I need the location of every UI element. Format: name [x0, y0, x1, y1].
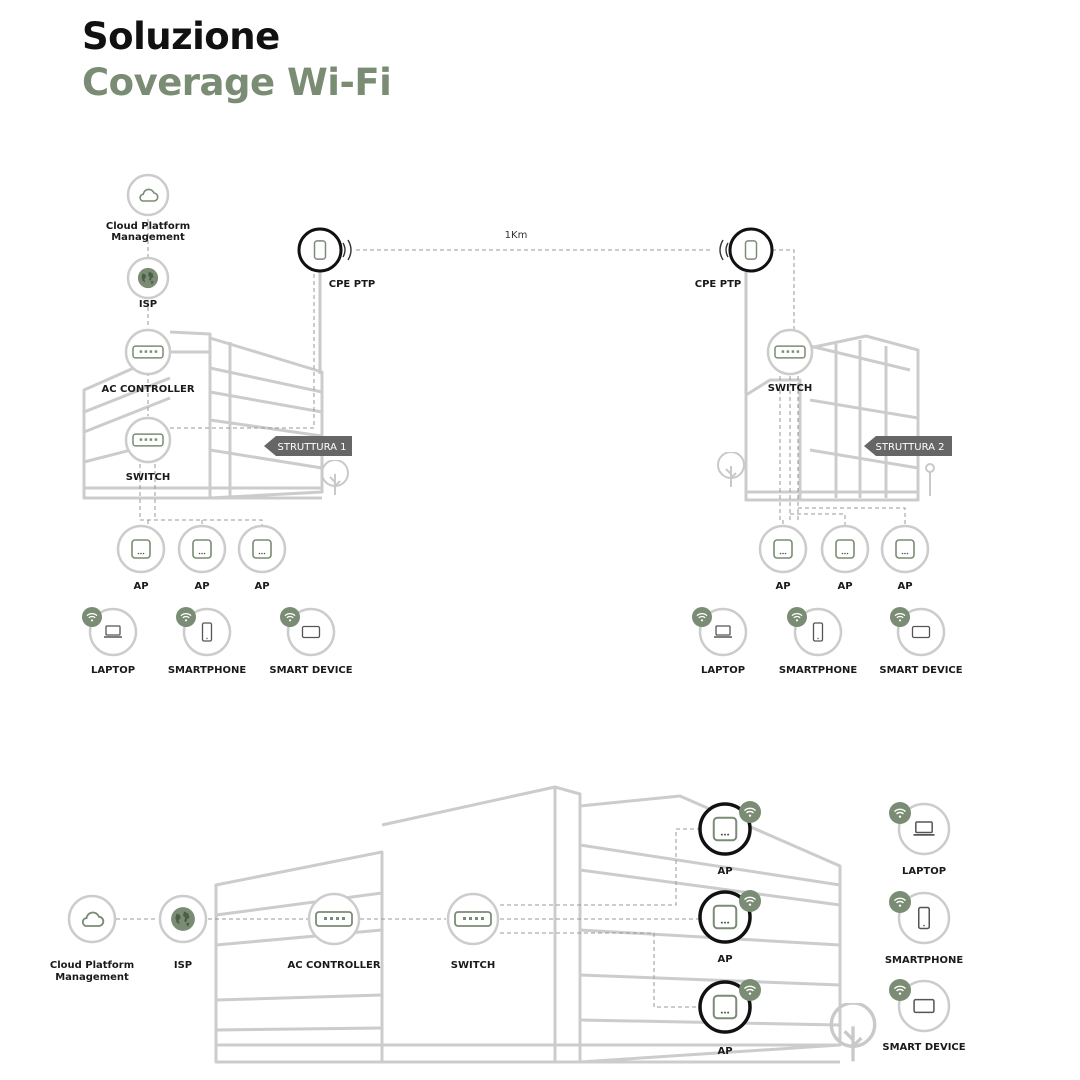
switch-label: SWITCH — [451, 960, 495, 971]
cloud-label-line-2: Management — [55, 972, 129, 983]
wifi-icon — [890, 607, 910, 627]
laptop-label: LAPTOP — [91, 665, 135, 676]
ap-label: AP — [717, 866, 732, 877]
lamp-post-icon — [925, 463, 935, 496]
page-title: Soluzione Coverage Wi-Fi — [82, 14, 392, 106]
cpe-node — [297, 227, 352, 273]
ap-node — [698, 890, 761, 944]
cloud-label-line-1: Cloud Platform — [50, 960, 134, 971]
signal-icon — [719, 239, 729, 261]
ap-node — [177, 524, 227, 574]
structure-tag: STRUTTURA 1 — [264, 436, 352, 456]
isp-node — [158, 894, 208, 944]
wifi-icon — [176, 607, 196, 627]
distance-label: 1Km — [505, 230, 528, 241]
ap-label: AP — [254, 581, 269, 592]
ap-node — [698, 801, 761, 856]
wifi-icon — [889, 891, 911, 913]
smart-device-label: SMART DEVICE — [269, 665, 352, 676]
smart-device-node — [889, 979, 951, 1033]
smartphone-node — [176, 607, 232, 657]
smart-device-label: SMART DEVICE — [879, 665, 962, 676]
title-line-2: Coverage Wi-Fi — [82, 61, 392, 104]
ap-label: AP — [837, 581, 852, 592]
laptop-label: LAPTOP — [701, 665, 745, 676]
wifi-icon — [82, 607, 102, 627]
ap-label: AP — [717, 954, 732, 965]
globe-icon — [137, 267, 159, 289]
wifi-icon — [889, 979, 911, 1001]
cpe-label: CPE PTP — [329, 279, 375, 290]
switch-node — [446, 892, 500, 946]
ap-label: AP — [133, 581, 148, 592]
ap-label: AP — [775, 581, 790, 592]
isp-label: ISP — [139, 299, 157, 310]
ac-controller-label: AC CONTROLLER — [287, 960, 380, 971]
cpe-node — [719, 227, 774, 273]
ap-node — [758, 524, 808, 574]
smartphone-label: SMARTPHONE — [885, 955, 964, 966]
cloud-node — [67, 894, 117, 944]
smart-device-node — [890, 607, 946, 657]
isp-label: ISP — [174, 960, 192, 971]
switch-node — [766, 328, 814, 376]
wifi-icon — [739, 979, 761, 1001]
cpe-masts — [318, 272, 748, 394]
laptop-node — [82, 607, 138, 657]
tree-icon — [829, 1003, 877, 1063]
structure-label: STRUTTURA 2 — [875, 442, 944, 453]
tree-icon — [717, 452, 745, 488]
ac-controller-label: AC CONTROLLER — [101, 384, 194, 395]
cloud-label-line-1: Cloud Platform — [106, 221, 190, 232]
ac-controller-node — [124, 328, 172, 376]
smartphone-node — [889, 891, 951, 945]
ac-controller-node — [307, 892, 361, 946]
building-structure-2 — [744, 334, 920, 502]
laptop-label: LAPTOP — [902, 866, 946, 877]
wifi-icon — [787, 607, 807, 627]
wifi-icon — [739, 801, 761, 823]
smart-device-node — [280, 607, 336, 657]
bottom-connections — [116, 828, 700, 1008]
tree-icon — [321, 460, 349, 496]
ap-node — [116, 524, 166, 574]
laptop-node — [692, 607, 748, 657]
ap-label: AP — [717, 1046, 732, 1057]
signal-icon — [342, 239, 352, 261]
smart-device-label: SMART DEVICE — [882, 1042, 965, 1053]
cloud-label-line-2: Management — [111, 232, 185, 243]
building-bottom — [214, 785, 842, 1064]
switch-node — [124, 416, 172, 464]
wifi-icon — [739, 890, 761, 912]
smartphone-label: SMARTPHONE — [779, 665, 858, 676]
isp-node — [126, 256, 170, 300]
ap-label: AP — [897, 581, 912, 592]
ap-node — [237, 524, 287, 574]
cpe-label: CPE PTP — [695, 279, 741, 290]
wifi-icon — [692, 607, 712, 627]
laptop-node — [889, 802, 951, 856]
building-structure-1 — [82, 330, 324, 500]
wifi-icon — [889, 802, 911, 824]
switch-label: SWITCH — [126, 472, 170, 483]
smartphone-node — [787, 607, 843, 657]
ap-node — [698, 979, 761, 1034]
ap-node — [820, 524, 870, 574]
structure-tag: STRUTTURA 2 — [864, 436, 952, 456]
structure-label: STRUTTURA 1 — [277, 442, 346, 453]
ap-label: AP — [194, 581, 209, 592]
globe-icon — [171, 907, 195, 931]
ap-node — [880, 524, 930, 574]
switch-label: SWITCH — [768, 383, 812, 394]
smartphone-label: SMARTPHONE — [168, 665, 247, 676]
cloud-node — [126, 173, 170, 217]
title-line-1: Soluzione — [82, 15, 280, 58]
wifi-icon — [280, 607, 300, 627]
